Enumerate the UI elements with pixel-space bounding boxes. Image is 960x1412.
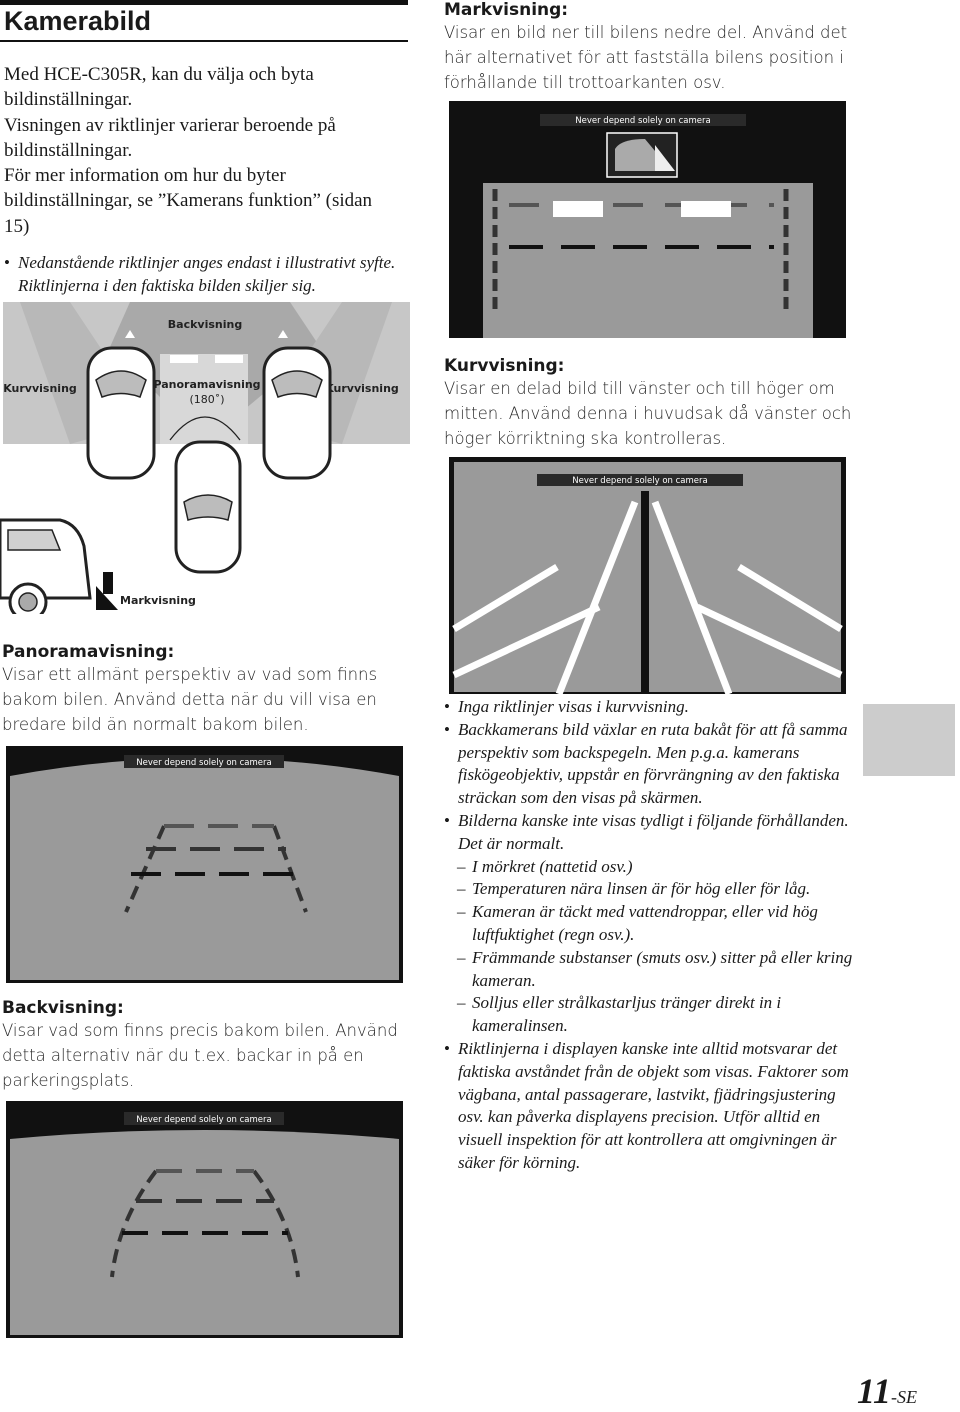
panorama-heading: Panoramavisning: (2, 642, 175, 662)
label-kurvvisning-left: Kurvvisning (3, 382, 77, 395)
side-car-illustration (0, 518, 92, 614)
label-panorama-angle: (180˚) (189, 393, 224, 406)
screen-image (483, 183, 813, 338)
warning-text: Never depend solely on camera (572, 476, 707, 486)
page-number-suffix: -SE (891, 1387, 918, 1407)
back-text: Visar vad som finns precis bakom bilen. … (2, 1021, 398, 1090)
car-right (262, 346, 332, 480)
guide-lines (110, 1169, 300, 1278)
note-dash-5: Solljus eller strålkastarljus tränger di… (457, 992, 854, 1038)
mark-text: Visar en bild ner till bilens nedre del.… (444, 23, 848, 92)
intro-paragraph-2: Visningen av riktlinjer varierar beroend… (4, 114, 336, 161)
warning-text: Never depend solely on camera (136, 758, 271, 768)
section-panorama: Panoramavisning: Visar ett allmänt persp… (2, 642, 402, 737)
mark-heading: Markvisning: (444, 0, 569, 20)
side-tab (863, 704, 955, 776)
intro-note: Nedanstående riktlinjer anges endast i i… (4, 252, 404, 298)
guide-lines (492, 189, 789, 309)
intro-paragraph-1: Med HCE-C305R, kan du välja och byta bil… (4, 64, 314, 111)
page-number: 11-SE (857, 1370, 917, 1412)
label-kurvvisning-right: Kurvvisning (325, 382, 399, 395)
note-dash-3: Kameran är täckt med vattendroppar, elle… (457, 901, 854, 947)
label-markvisning: Markvisning (120, 594, 196, 607)
kurv-text: Visar en delad bild till vänster och til… (444, 379, 852, 448)
note-dash-1: I mörkret (nattetid osv.) (457, 856, 854, 879)
panorama-camera-screen: Never depend solely on camera (6, 746, 403, 983)
note-bullet-3-text: Bilderna kanske inte visas tydligt i föl… (458, 810, 849, 853)
intro-note-item: Nedanstående riktlinjer anges endast i i… (4, 252, 404, 298)
warning-box (537, 474, 743, 486)
note-bullet-3: Bilderna kanske inte visas tydligt i föl… (444, 810, 854, 1038)
section-kurv: Kurvvisning: Visar en delad bild till vä… (444, 356, 854, 451)
kurv-heading: Kurvvisning: (444, 356, 565, 376)
car-icon (606, 132, 678, 178)
section-mark: Markvisning: Visar en bild ner till bile… (444, 0, 854, 95)
warning-box (124, 755, 284, 768)
panorama-arc (169, 416, 241, 441)
view-modes-diagram: Backvisning Kurvvisning Kurvvisning Pano… (0, 302, 410, 614)
down-arrow-icon (96, 586, 118, 610)
title-underline (0, 40, 408, 42)
car-center (174, 440, 242, 574)
intro-text: Med HCE-C305R, kan du välja och byta bil… (4, 62, 399, 239)
note-bullet-4: Riktlinjerna i displayen kanske inte all… (444, 1038, 854, 1175)
warning-box (540, 114, 746, 126)
parking-lines (452, 500, 843, 694)
note-bullet-1: Inga riktlinjer visas i kurvvisning. (444, 696, 854, 719)
arrow-shaft (103, 572, 113, 594)
note-dash-4: Främmande substanser (smuts osv.) sitter… (457, 947, 854, 993)
guide-mark-left (170, 355, 198, 363)
mark-camera-screen: Never depend solely on camera (449, 101, 846, 338)
arrow-tip-right (278, 330, 288, 338)
car-left (86, 346, 156, 480)
page-number-value: 11 (857, 1371, 892, 1411)
panorama-text: Visar ett allmänt perspektiv av vad som … (2, 665, 378, 734)
note-bullet-2: Backkamerans bild växlar en ruta bakåt f… (444, 719, 854, 810)
page-title: Kamerabild (4, 6, 152, 36)
guide-lines (124, 824, 308, 913)
kurv-camera-screen: Never depend solely on camera (449, 457, 846, 694)
section-back: Backvisning: Visar vad som finns precis … (2, 998, 402, 1093)
label-backvisning: Backvisning (168, 318, 242, 331)
warning-text: Never depend solely on camera (136, 1115, 271, 1125)
split-divider (641, 491, 649, 694)
guide-mark-right (215, 355, 243, 363)
back-camera-screen: Never depend solely on camera (6, 1101, 403, 1338)
screen-image (10, 758, 399, 980)
title-rule (0, 0, 408, 5)
label-panoramavisning: Panoramavisning (153, 378, 260, 391)
warning-box (124, 1112, 284, 1125)
back-heading: Backvisning: (2, 998, 124, 1018)
notes: Inga riktlinjer visas i kurvvisning. Bac… (444, 696, 854, 1175)
note-dash-2: Temperaturen nära linsen är för hög elle… (457, 878, 854, 901)
intro-paragraph-3: För mer information om hur du byter bild… (4, 165, 373, 237)
arrow-tip-left (125, 330, 135, 338)
panorama-zone (160, 354, 248, 444)
warning-text: Never depend solely on camera (575, 116, 710, 126)
